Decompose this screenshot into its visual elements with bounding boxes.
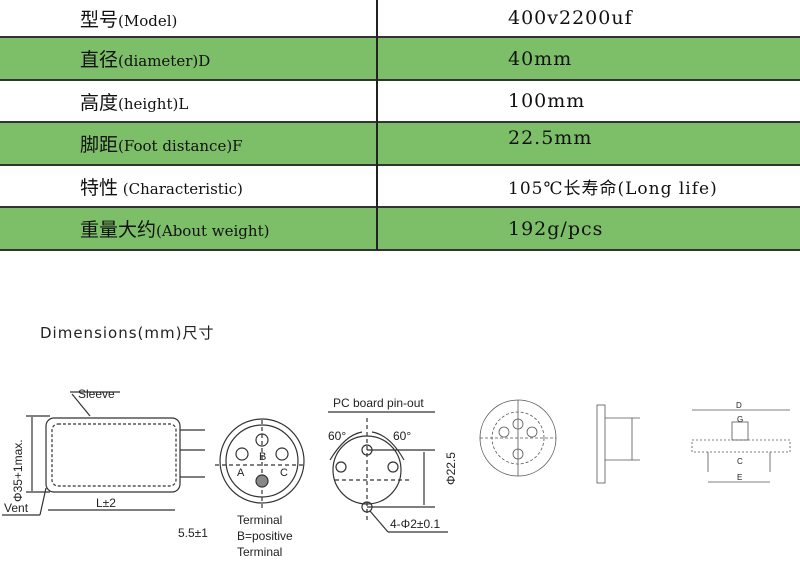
spec-label-cn: 特性 [80, 176, 119, 199]
dimension-drawings: Sleeve Φ35+1max. Vent L±2 5.5±1 B A C Te… [2, 387, 791, 559]
mount-e-label: E [737, 473, 742, 482]
spec-label-en: (Foot distance)F [118, 137, 243, 155]
spec-label-en: (Characteristic) [118, 179, 243, 198]
spec-label-cn: 直径 [80, 49, 119, 71]
mount-c-label: C [737, 457, 743, 466]
spec-row-characteristic: 特性 (Characteristic) 105℃长寿命(Long life) [0, 166, 800, 208]
mounting-drawings [479, 399, 791, 484]
terminal-a-label: A [237, 467, 245, 479]
length-label: L±2 [96, 496, 116, 510]
spec-label-en: (Model) [118, 11, 178, 30]
spec-row-weight: 重量大约(About weight) 192g/pcs [0, 208, 800, 251]
holes-label: 4-Φ2±0.1 [390, 517, 441, 531]
vent-label: Vent [4, 501, 29, 515]
terminal-caption-3: Terminal [237, 545, 282, 559]
spec-label-cn: 高度 [80, 91, 119, 114]
mount-d-label: D [736, 401, 742, 410]
spec-row-model: 型号(Model) 400v2200uf [0, 0, 800, 38]
terminal-c-label: C [280, 467, 288, 479]
pcb-pinout-view [328, 411, 448, 533]
pin-length-label: 5.5±1 [178, 526, 208, 540]
spec-label-cn: 重量大约 [80, 219, 157, 241]
dimensions-title: Dimensions(mm)尺寸 [40, 324, 215, 342]
spec-label-en: (About weight) [156, 222, 270, 240]
spec-value: 400v2200uf [508, 7, 633, 29]
diameter-label: Φ35+1max. [11, 439, 25, 502]
terminal-bottom-view [215, 418, 305, 510]
spec-value: 100mm [508, 90, 586, 112]
spec-value: 22.5mm [508, 127, 593, 149]
spec-value: 192g/pcs [508, 217, 604, 240]
spec-value: 105℃长寿命(Long life) [508, 178, 718, 199]
terminal-b-label: B [259, 451, 266, 463]
spec-row-height: 高度(height)L 100mm [0, 81, 800, 123]
spec-label-en: (diameter)D [118, 52, 211, 70]
angle-right-label: 60° [393, 429, 411, 443]
spec-label-en: (height)L [118, 94, 189, 113]
mount-g-label: G [737, 415, 743, 424]
spec-label-cn: 脚距 [80, 134, 119, 156]
pcb-title: PC board pin-out [333, 396, 424, 410]
terminal-caption-1: Terminal [237, 513, 282, 527]
terminal-caption-2: B=positive [237, 529, 293, 543]
spec-row-diameter: 直径(diameter)D 40mm [0, 38, 800, 81]
angle-left-label: 60° [328, 429, 346, 443]
capacitor-side-view [2, 391, 205, 516]
spec-label-cn: 型号 [80, 8, 119, 31]
pitch-label: Φ22.5 [444, 452, 458, 485]
column-divider [376, 0, 378, 250]
spec-value: 40mm [508, 47, 573, 70]
spec-row-foot-distance: 脚距(Foot distance)F 22.5mm [0, 123, 800, 166]
sleeve-label: Sleeve [78, 387, 115, 401]
